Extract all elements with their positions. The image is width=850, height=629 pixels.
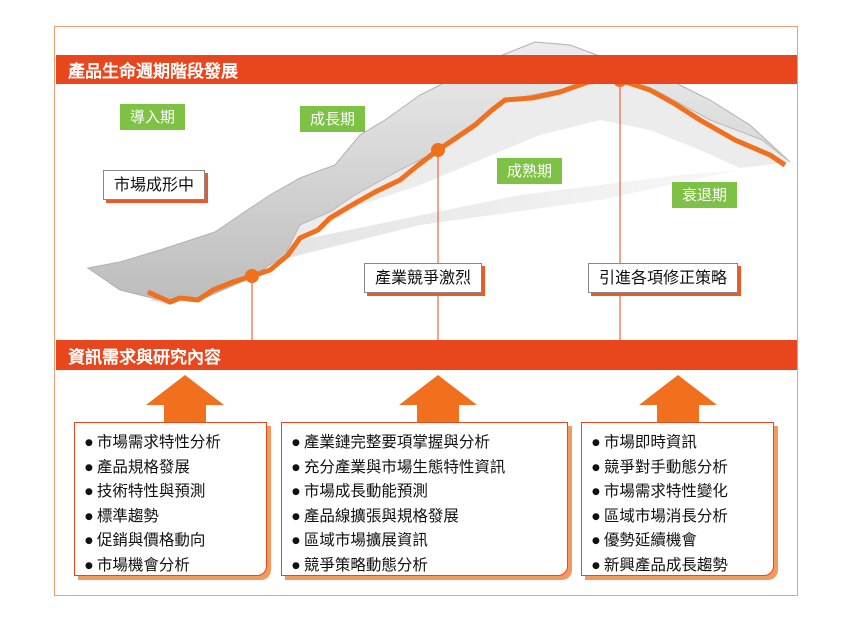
marker-growth [431,143,445,157]
stage-growth: 成長期 [300,106,366,132]
list-item: 競爭對手動態分析 [592,456,763,481]
list-item: 競爭策略動態分析 [292,554,557,579]
list-item: 優勢延續機會 [592,529,763,554]
marker-intro [245,269,259,283]
diagram-frame [54,26,798,596]
info-box-growth: 產業鏈完整要項掌握與分析 充分產業與市場生態特性資訊 市場成長動能預測 產品線擴… [281,422,568,576]
callout-fierce-competition: 產業競爭激烈 [364,263,483,293]
callout-market-forming: 市場成形中 [103,170,206,200]
callout-corrective-strategies: 引進各項修正策略 [588,263,739,293]
list-item: 市場機會分析 [85,554,256,579]
list-item: 技術特性與預測 [85,480,256,505]
up-arrow-left-shape [146,375,224,422]
list-item: 市場需求特性分析 [85,431,256,456]
list-item: 充分產業與市場生態特性資訊 [292,456,557,481]
ribbon-body [86,41,791,301]
lifecycle-banner: 產品生命週期階段發展 [56,55,797,84]
list-item: 市場即時資訊 [592,431,763,456]
list-item: 產品規格發展 [85,456,256,481]
list-item: 促銷與價格動向 [85,529,256,554]
ribbon-face [250,80,790,278]
list-item: 市場成長動能預測 [292,480,557,505]
up-arrow-mid-shape [399,375,477,422]
list-item: 區域市場擴展資訊 [292,529,557,554]
info-needs-banner: 資訊需求與研究內容 [56,340,797,370]
list-item: 區域市場消長分析 [592,505,763,530]
info-box-maturity: 市場即時資訊 競爭對手動態分析 市場需求特性變化 區域市場消長分析 優勢延續機會… [581,422,774,576]
lifecycle-line [146,77,787,305]
stage-decline: 衰退期 [672,182,738,208]
list-item: 標準趨勢 [85,505,256,530]
info-box-intro: 市場需求特性分析 產品規格發展 技術特性與預測 標準趨勢 促銷與價格動向 市場機… [74,422,267,576]
stage-intro: 導入期 [120,104,186,130]
up-arrow-right-shape [639,375,717,422]
list-item: 新興產品成長趨勢 [592,554,763,579]
list-item: 產業鏈完整要項掌握與分析 [292,431,557,456]
stage-maturity: 成熟期 [497,158,563,184]
list-item: 產品線擴張與規格發展 [292,505,557,530]
list-item: 市場需求特性變化 [592,480,763,505]
